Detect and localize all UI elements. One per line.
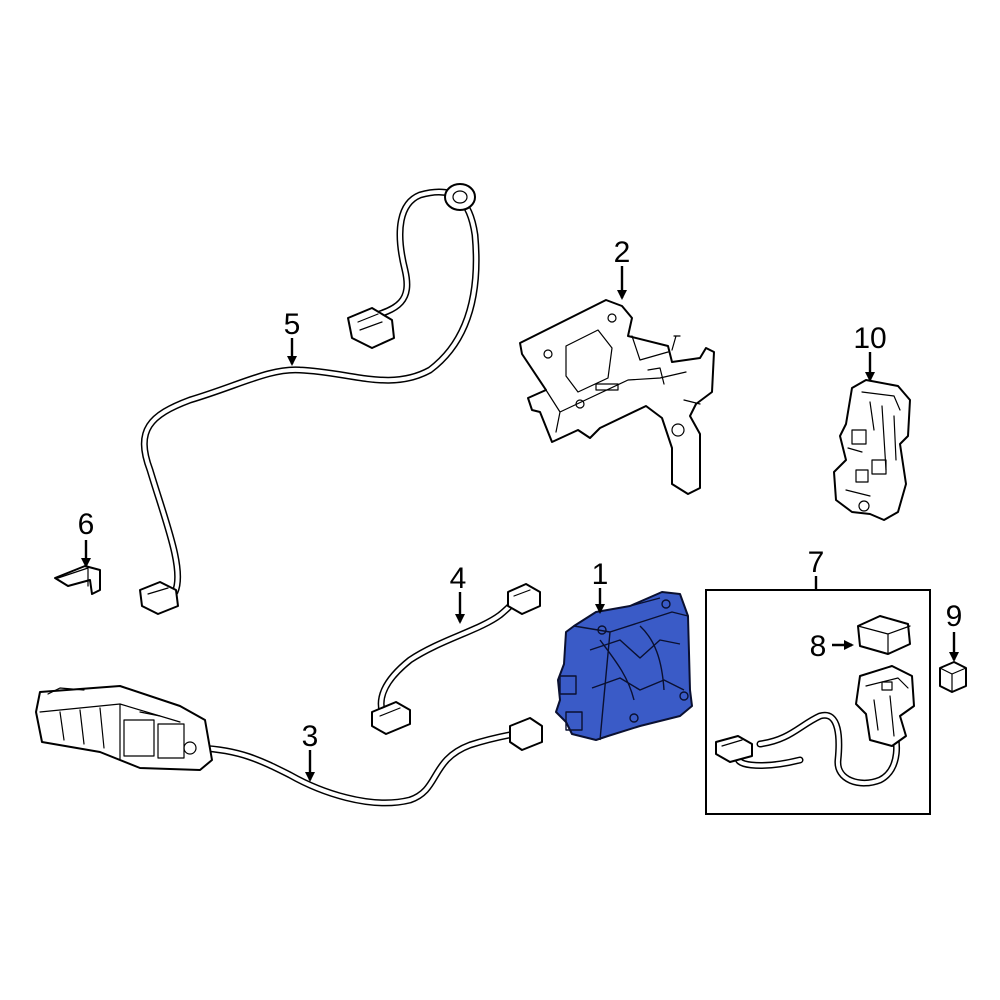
callout-1: 1 [592,558,609,591]
callout-2: 2 [614,236,631,269]
callout-7: 7 [808,546,825,579]
callout-8: 8 [810,630,827,663]
part-10-relay-block[interactable] [833,379,911,521]
part-8-relay[interactable] [857,615,911,655]
callout-9: 9 [946,600,963,633]
part-4-short-harness[interactable] [371,583,541,735]
part-1-control-module[interactable] [555,591,693,741]
part-5-wiring-harness[interactable] [139,183,480,615]
leader-lines [81,266,959,782]
callout-3: 3 [302,720,319,753]
callout-6: 6 [78,508,95,541]
part-7-harness-assembly[interactable] [715,665,915,787]
part-7-group-box [705,589,931,815]
part-9-connector[interactable] [939,661,967,693]
part-3-actuator-harness[interactable] [35,685,543,807]
callout-4: 4 [450,562,467,595]
callout-numbers: 1 2 3 4 5 6 7 8 9 10 [78,236,963,753]
part-6-bracket[interactable] [54,565,101,595]
part-2-mounting-bracket[interactable] [519,299,715,495]
callout-5: 5 [284,308,301,341]
callout-10: 10 [853,322,886,355]
